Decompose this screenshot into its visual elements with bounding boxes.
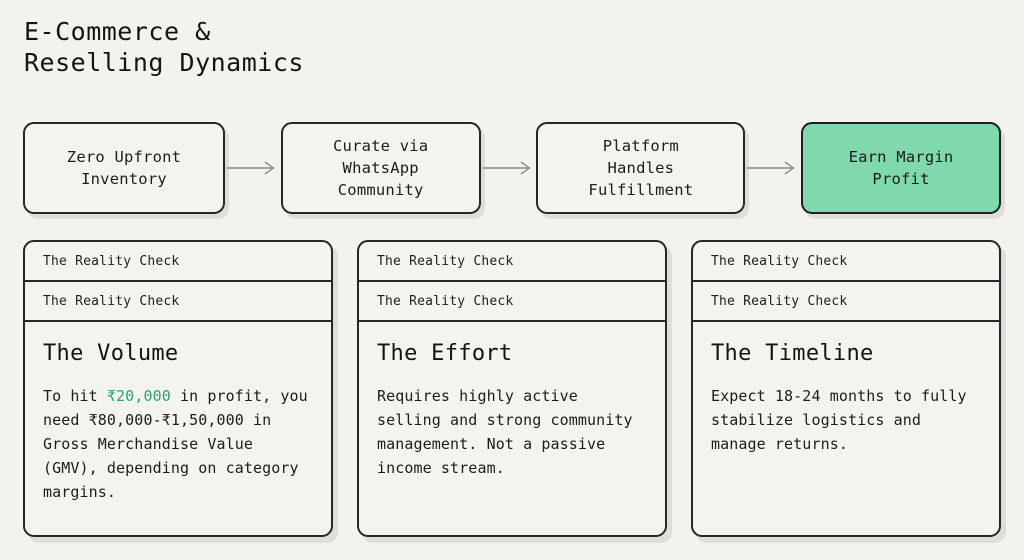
card-text-prefix: To hit: [43, 387, 107, 405]
flow-arrow-2: [482, 158, 535, 178]
card-body: The Volume To hit ₹20,000 in profit, you…: [25, 322, 331, 524]
flow-arrow-3: [747, 158, 799, 178]
flow-step-earn-margin-profit[interactable]: Earn Margin Profit: [801, 122, 1002, 214]
card-body: The Effort Requires highly active sellin…: [359, 322, 665, 500]
flow-arrow-1: [227, 158, 279, 178]
card-eyebrow-primary: The Reality Check: [359, 242, 665, 282]
flow-step-zero-upfront-inventory[interactable]: Zero Upfront Inventory: [23, 122, 225, 214]
card-title: The Timeline: [711, 341, 874, 366]
card-text-prefix: Requires highly active selling and stron…: [377, 387, 633, 477]
card-text-highlight: ₹20,000: [106, 387, 171, 405]
card-the-timeline[interactable]: The Reality Check The Reality Check The …: [691, 240, 1001, 537]
card-eyebrow-secondary: The Reality Check: [25, 282, 331, 322]
card-eyebrow-secondary: The Reality Check: [359, 282, 665, 322]
flow-step-label: Platform Handles Fulfillment: [588, 137, 694, 199]
card-the-volume[interactable]: The Reality Check The Reality Check The …: [23, 240, 333, 537]
card-title: The Volume: [43, 341, 179, 366]
card-text: Requires highly active selling and stron…: [377, 384, 647, 480]
card-title: The Effort: [377, 341, 513, 366]
flow-step-label: Earn Margin Profit: [848, 148, 954, 188]
page-title: E-Commerce & Reselling Dynamics: [24, 17, 304, 77]
flow-step-platform-handles-fulfillment[interactable]: Platform Handles Fulfillment: [536, 122, 746, 214]
process-flow: Zero Upfront Inventory Curate via WhatsA…: [23, 122, 1002, 214]
card-text-prefix: Expect 18-24 months to fully stabilize l…: [711, 387, 967, 453]
card-eyebrow-primary: The Reality Check: [693, 242, 999, 282]
flow-step-curate-via-whatsapp-community[interactable]: Curate via WhatsApp Community: [280, 122, 481, 214]
reality-check-cards: The Reality Check The Reality Check The …: [23, 240, 1001, 537]
card-text: Expect 18-24 months to fully stabilize l…: [711, 384, 981, 456]
card-eyebrow-primary: The Reality Check: [25, 242, 331, 282]
flow-step-label: Curate via WhatsApp Community: [333, 137, 429, 199]
card-text: To hit ₹20,000 in profit, you need ₹80,0…: [43, 384, 313, 504]
card-body: The Timeline Expect 18-24 months to full…: [693, 322, 999, 476]
flow-step-label: Zero Upfront Inventory: [66, 148, 182, 188]
card-eyebrow-secondary: The Reality Check: [693, 282, 999, 322]
card-the-effort[interactable]: The Reality Check The Reality Check The …: [357, 240, 667, 537]
